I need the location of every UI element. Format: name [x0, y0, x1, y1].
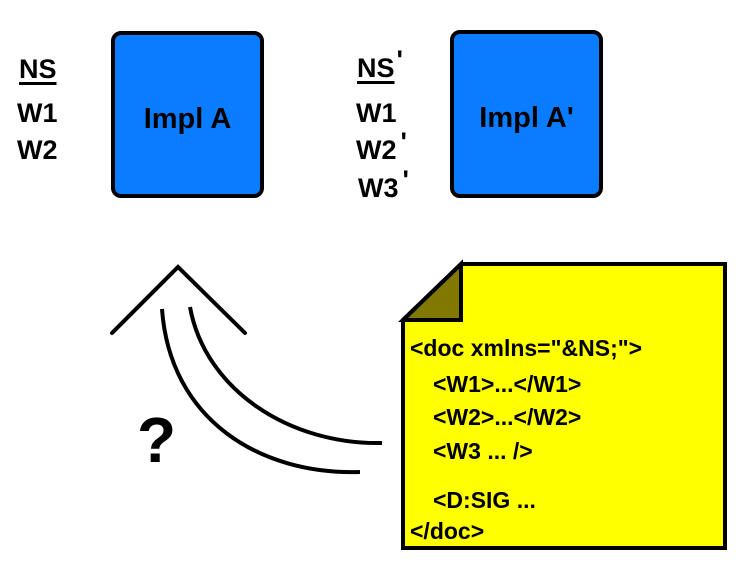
interface-w2: W2 — [356, 135, 397, 165]
namespace-label-ns: NS — [19, 54, 57, 84]
interface-w1: W1 — [356, 98, 397, 128]
document-fold-icon — [398, 259, 463, 322]
interface-w3-prime-group: W3' — [358, 167, 409, 203]
doc-line-close: </doc> — [410, 518, 485, 544]
curved-line-outer — [160, 308, 361, 475]
curved-line-inner — [188, 306, 383, 446]
question-mark: ? — [137, 404, 177, 476]
ns-prime-mark: ' — [396, 45, 403, 75]
impl-a-label: Impl A — [143, 103, 232, 135]
interface-w2-prime-group: W2' — [356, 129, 407, 165]
ns-prime-text: NS — [357, 53, 395, 83]
doc-line-w3: <W3 ... /> — [433, 438, 533, 464]
doc-line-open: <doc xmlns="&NS;"> — [410, 335, 643, 361]
doc-line-w2: <W2>...</W2> — [433, 404, 582, 430]
interface-w3: W3 — [358, 173, 399, 203]
interface-w2: W2 — [17, 135, 58, 165]
impl-a-prime-box: Impl A' — [450, 30, 603, 198]
namespace-label-ns-prime: NS' — [357, 47, 403, 83]
arrow-head-icon — [110, 264, 247, 335]
impl-a-box: Impl A — [111, 31, 264, 198]
impl-a-prime-label: Impl A' — [479, 102, 574, 134]
doc-line-w1: <W1>...</W1> — [433, 371, 582, 397]
doc-line-sig: <D:SIG ... — [433, 487, 536, 513]
prime-mark: ' — [402, 165, 409, 195]
interface-w1: W1 — [17, 98, 58, 128]
interface-w1-prime-group: W1 — [356, 100, 401, 127]
prime-mark: ' — [400, 127, 407, 157]
